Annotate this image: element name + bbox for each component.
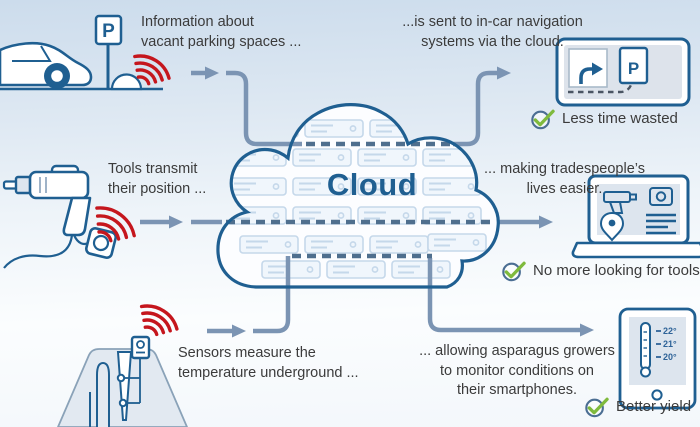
cloud-outline <box>216 103 500 289</box>
drill-icon <box>603 191 637 214</box>
parking-sensor-dome <box>110 73 143 91</box>
route-dashes <box>568 84 633 94</box>
checkmark-icon <box>502 261 526 282</box>
sensors-wifi-icon <box>139 304 179 337</box>
nav-parking-letter: P <box>628 59 639 78</box>
connector-lines <box>191 70 580 334</box>
mound-illustration <box>57 335 188 427</box>
parking-wifi-icon <box>133 54 171 86</box>
arrowhead-to-phone <box>580 323 594 337</box>
temp-label: 21° <box>663 339 677 349</box>
benefit-sensors: Better yield <box>584 395 691 418</box>
cloud-to-nav-line <box>453 70 497 147</box>
camera-icon <box>649 187 673 206</box>
checkmark-icon <box>531 109 555 130</box>
tools-wifi-icon <box>95 206 136 243</box>
nav-parking-sign-icon: P <box>618 46 649 85</box>
benefit-sensors-label: Better yield <box>616 398 692 415</box>
temp-scale-ticks <box>656 330 661 358</box>
car-illustration <box>0 41 93 89</box>
parking-to-cloud-line <box>226 70 302 147</box>
benefit-tools: No more looking for tools <box>501 259 700 282</box>
arrowhead-to-nav <box>497 66 511 80</box>
cloud-to-phone-line <box>427 258 580 333</box>
benefit-parking-label: Less time wasted <box>562 110 678 127</box>
smartphone-illustration: 22° 21° 20° <box>618 307 697 410</box>
parking-sign: P <box>94 14 123 89</box>
sensors-to-cloud-line <box>253 256 291 334</box>
drill-illustration <box>2 164 92 269</box>
cloud-label: Cloud <box>326 167 418 202</box>
laptop-illustration <box>571 174 700 259</box>
sensors-result-text: ... allowing asparagus growers to monito… <box>419 343 615 398</box>
parking-result-text: ...is sent to in-car navigation systems … <box>402 14 583 50</box>
benefit-tools-label: No more looking for tools <box>533 262 700 279</box>
parking-source-text: Information about vacant parking spaces … <box>141 14 302 50</box>
sensors-source-text: Sensors measure the temperature undergro… <box>178 345 359 381</box>
tools-result-text: ... making tradespeople’s lives easier. <box>484 161 645 197</box>
benefit-parking: Less time wasted <box>530 107 678 130</box>
home-button <box>651 389 663 401</box>
sensor-transmitter <box>130 335 151 360</box>
thermometer-icon <box>640 322 651 378</box>
nav-display: P <box>555 37 691 107</box>
arrowheads <box>169 66 594 338</box>
source-arrows <box>140 70 232 334</box>
arrowhead-to-laptop <box>539 215 553 229</box>
asparagus-spear <box>96 361 110 427</box>
tools-source-text: Tools transmit their position ... <box>108 161 207 197</box>
laptop-base <box>571 241 700 259</box>
location-pin-icon <box>599 211 625 242</box>
turn-arrow-icon <box>579 62 603 84</box>
parking-sign-letter: P <box>102 21 115 42</box>
temp-label: 22° <box>663 326 677 336</box>
checkmark-icon <box>585 397 609 418</box>
cloud-data-dashes <box>226 141 490 259</box>
text-lines-icon <box>646 213 676 235</box>
temp-label: 20° <box>663 352 677 362</box>
soil-sensor-probe <box>116 351 141 421</box>
